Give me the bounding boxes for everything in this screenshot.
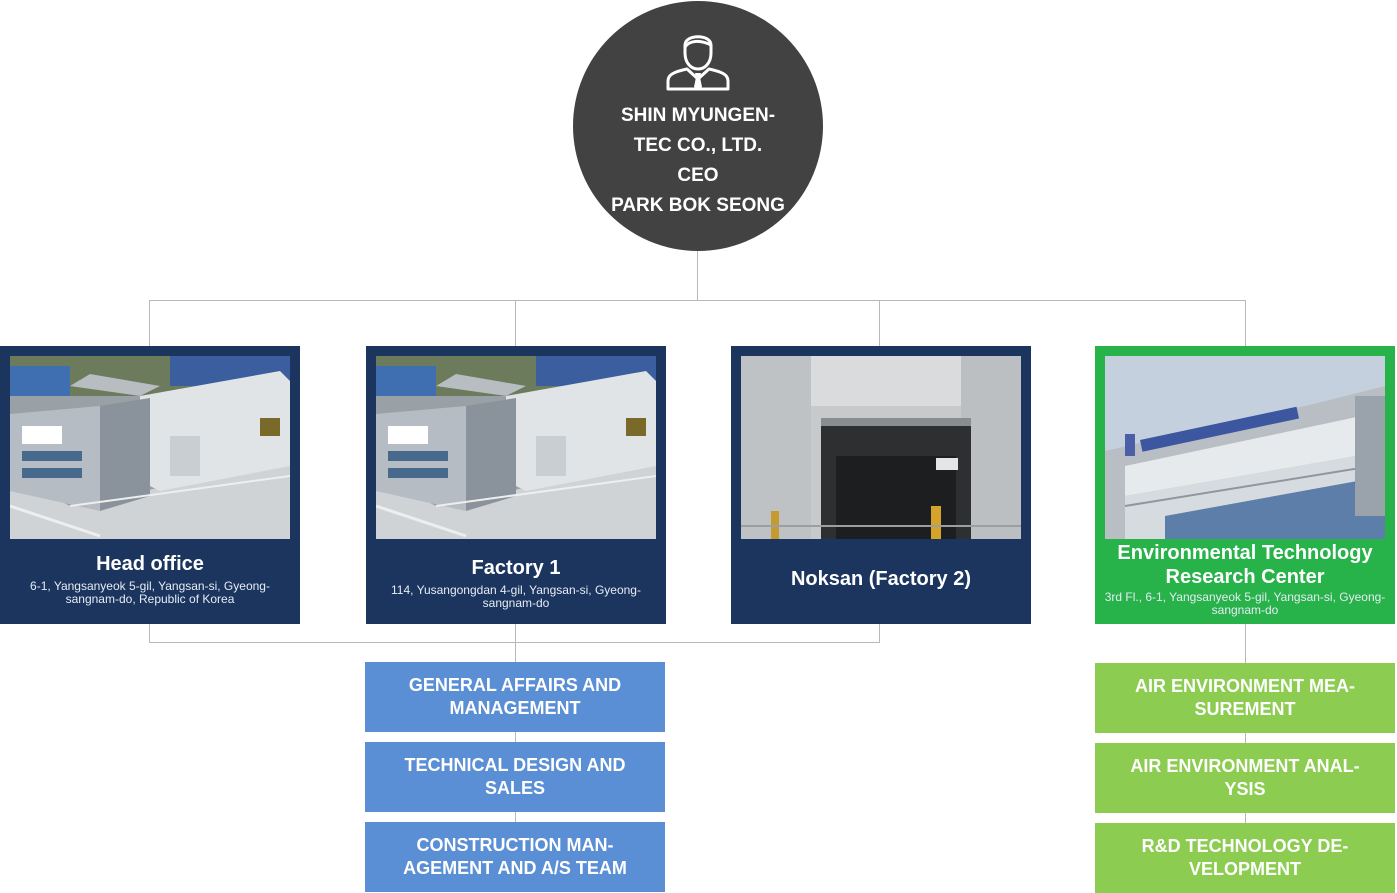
connector-research-departments <box>1245 624 1246 844</box>
connector-bottom-noksan <box>879 624 880 643</box>
connector-factory-departments <box>515 624 516 844</box>
ceo-company-line2: TEC CO., LTD. <box>633 135 763 156</box>
site-name: Noksan (Factory 2) <box>790 568 972 590</box>
site-address: 6-1, Yangsanyeok 5-gil, Yangsan-si, Gyeo… <box>30 579 270 606</box>
site-name: Head office <box>96 553 204 575</box>
ceo-name: PARK BOK SEONG <box>611 195 785 216</box>
site-research-center: Environmental Technology Research Center… <box>1095 346 1395 624</box>
research-center-photo <box>1105 356 1385 539</box>
ceo-company-line1: SHIN MYUNGEN- <box>620 105 776 126</box>
site-factory-1: Factory 1 114, Yusangongdan 4-gil, Yangs… <box>366 346 666 624</box>
connector-top-horizontal <box>149 300 1246 301</box>
ceo-role: CEO <box>677 165 719 186</box>
site-noksan: Noksan (Factory 2) <box>731 346 1031 624</box>
factory-1-photo <box>376 356 656 539</box>
site-name: Factory 1 <box>471 557 561 579</box>
connector-bottom-head-office <box>149 624 150 643</box>
noksan-photo <box>741 356 1021 539</box>
site-name-line1: Environmental Technology <box>1117 542 1373 564</box>
dept-construction-management: CONSTRUCTION MAN-AGEMENT AND A/S TEAM <box>365 822 665 892</box>
site-address: 114, Yusangongdan 4-gil, Yangsan-si, Gye… <box>391 583 641 610</box>
head-office-photo <box>10 356 290 539</box>
dept-technical-design: TECHNICAL DESIGN AND SALES <box>365 742 665 812</box>
connector-bottom-horizontal <box>149 642 880 643</box>
dept-general-affairs: GENERAL AFFAIRS AND MANAGEMENT <box>365 662 665 732</box>
dept-air-measurement: AIR ENVIRONMENT MEA-SUREMENT <box>1095 663 1395 733</box>
connector-noksan <box>879 300 880 346</box>
dept-rd-technology: R&D TECHNOLOGY DE-VELOPMENT <box>1095 823 1395 893</box>
site-address: 3rd Fl., 6-1, Yangsanyeok 5-gil, Yangsan… <box>1104 590 1386 617</box>
dept-air-analysis: AIR ENVIRONMENT ANAL-YSIS <box>1095 743 1395 813</box>
connector-head-office <box>149 300 150 346</box>
site-head-office: Head office 6-1, Yangsanyeok 5-gil, Yang… <box>0 346 300 624</box>
site-name-line2: Research Center <box>1165 566 1325 588</box>
person-icon <box>666 35 730 91</box>
connector-research <box>1245 300 1246 346</box>
connector-factory-1 <box>515 300 516 346</box>
connector-ceo-down <box>697 251 698 301</box>
ceo-node: SHIN MYUNGEN- TEC CO., LTD. CEO PARK BOK… <box>573 1 823 251</box>
